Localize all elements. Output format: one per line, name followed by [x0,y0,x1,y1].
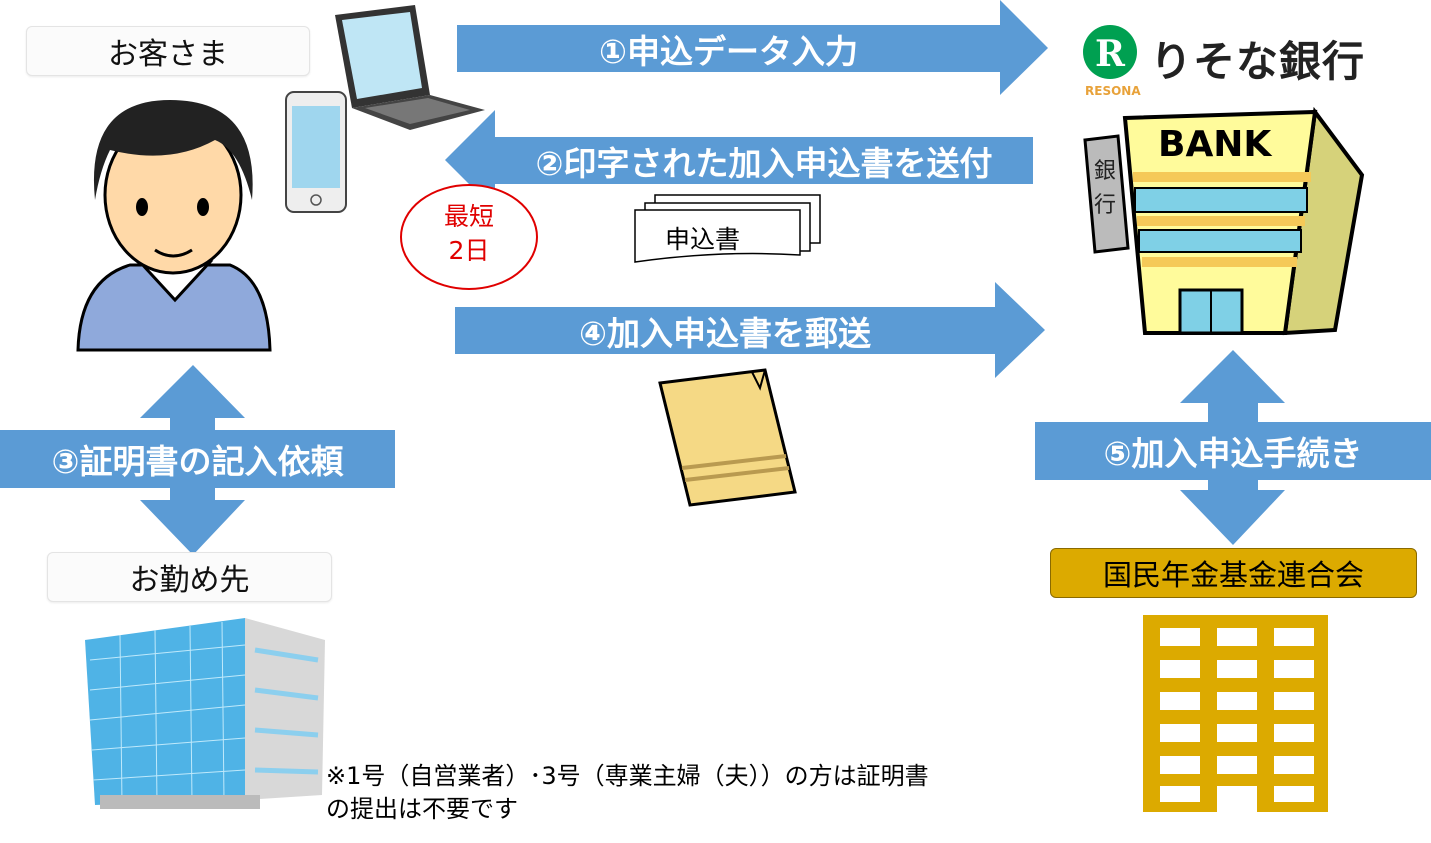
shortest-badge-circle [400,184,538,290]
document-label: 申込書 [665,225,741,254]
federation-label: 国民年金基金連合会 [1050,548,1417,598]
badge-line2: 2日 [448,236,490,265]
arrow-step5-band [1035,422,1431,480]
bank-logo-text: りそな銀行 [1150,37,1366,86]
federation-building-icon [1143,615,1328,812]
shortest-badge: 最短 2日 [420,200,518,268]
step1-label: ①申込データ入力 [599,31,858,71]
step5-label: ⑤加入申込手続き [1103,434,1363,473]
resona-logo-icon: R [1083,25,1137,79]
arrow-step2 [445,110,1033,210]
step3-label: ③証明書の記入依頼 [51,442,344,481]
customer-label: お客さま [26,26,310,76]
note-line1: ※1号（自営業者）･3号（専業主婦（夫））の方は証明書 [326,762,929,790]
bank-logo-sub: RESONA [1085,84,1141,98]
arrow-step3-band [0,430,395,488]
badge-line1: 最短 [443,202,494,231]
envelope-icon [658,368,797,507]
office-building-icon [85,618,325,809]
bank-vertical-sign: 銀行 [1094,159,1117,218]
bank-sign: BANK [1158,124,1272,165]
note-line2: の提出は不要です [326,795,518,823]
laptop-icon [335,5,485,130]
step2-label: ②印字された加入申込書を送付 [535,143,993,183]
application-form-stack-icon [634,194,821,263]
workplace-label: お勤め先 [47,552,332,602]
customer-person-icon [76,100,272,352]
smartphone-icon [285,91,347,213]
step4-label: ④加入申込書を郵送 [579,313,871,353]
bank-building-icon [1083,106,1365,336]
arrow-step4 [455,282,1045,378]
svg-text:R: R [1095,33,1126,75]
arrow-step1 [457,0,1048,95]
note-text: ※1号（自営業者）･3号（専業主婦（夫））の方は証明書 の提出は不要です [326,760,929,826]
